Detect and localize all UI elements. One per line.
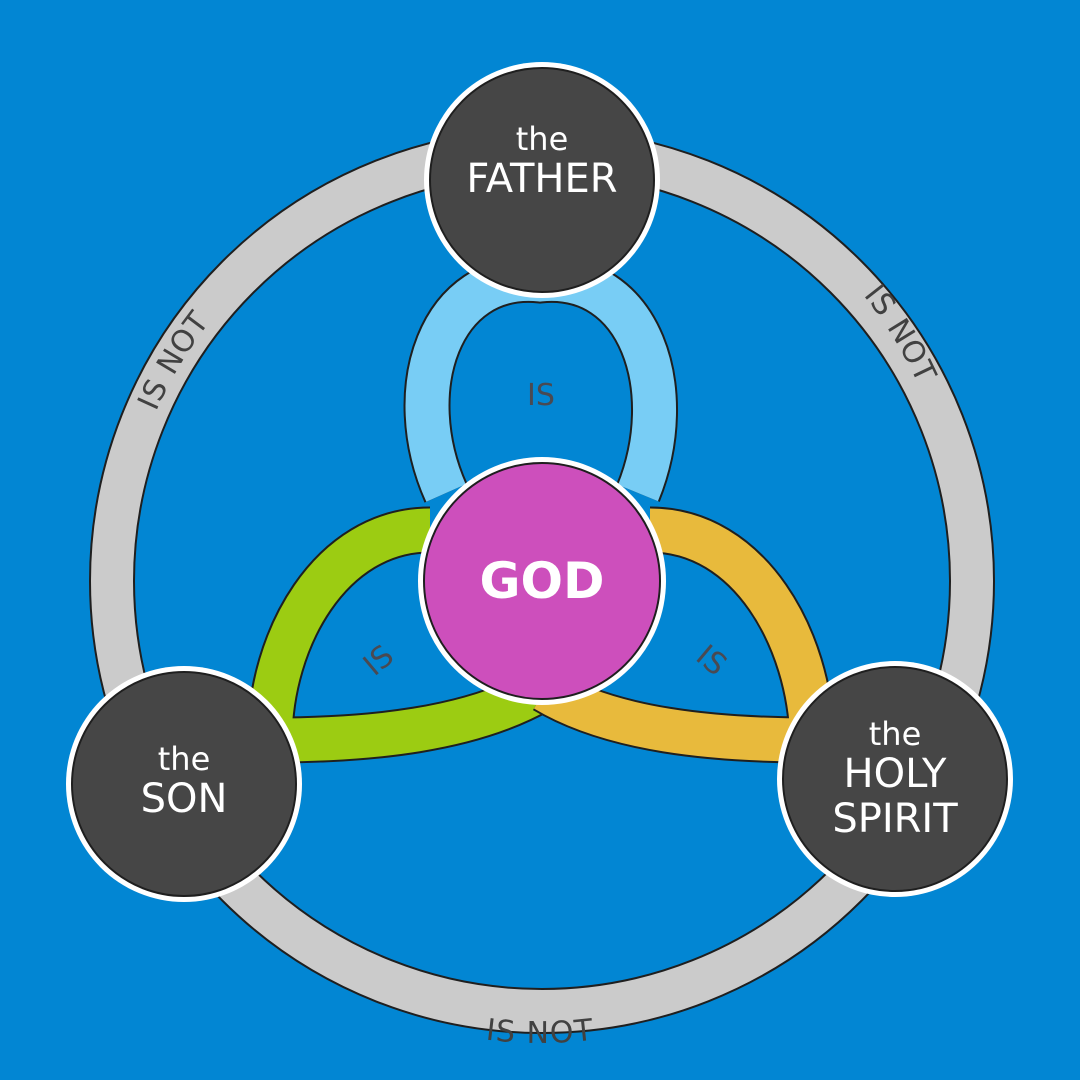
is-label-son: IS (357, 638, 401, 683)
is-not-text-bottom: IS NOT (484, 1013, 594, 1051)
son-name: SON (141, 776, 228, 822)
father-prefix: the (516, 120, 569, 158)
spirit-prefix: the (869, 715, 922, 753)
son-prefix: the (158, 740, 211, 778)
is-label-spirit: IS (689, 638, 733, 683)
father-name: FATHER (466, 156, 617, 202)
son-node: the SON (66, 666, 302, 902)
father-node: the FATHER (424, 62, 660, 298)
spirit-name-line1: HOLY (844, 751, 948, 797)
is-label-father: IS (527, 378, 555, 413)
spirit-node: the HOLY SPIRIT (777, 661, 1013, 897)
god-label: GOD (479, 552, 604, 610)
god-node: GOD (418, 457, 666, 705)
is-not-label-son-spirit: IS NOT (484, 1013, 595, 1051)
spirit-name-line2: SPIRIT (832, 796, 958, 842)
